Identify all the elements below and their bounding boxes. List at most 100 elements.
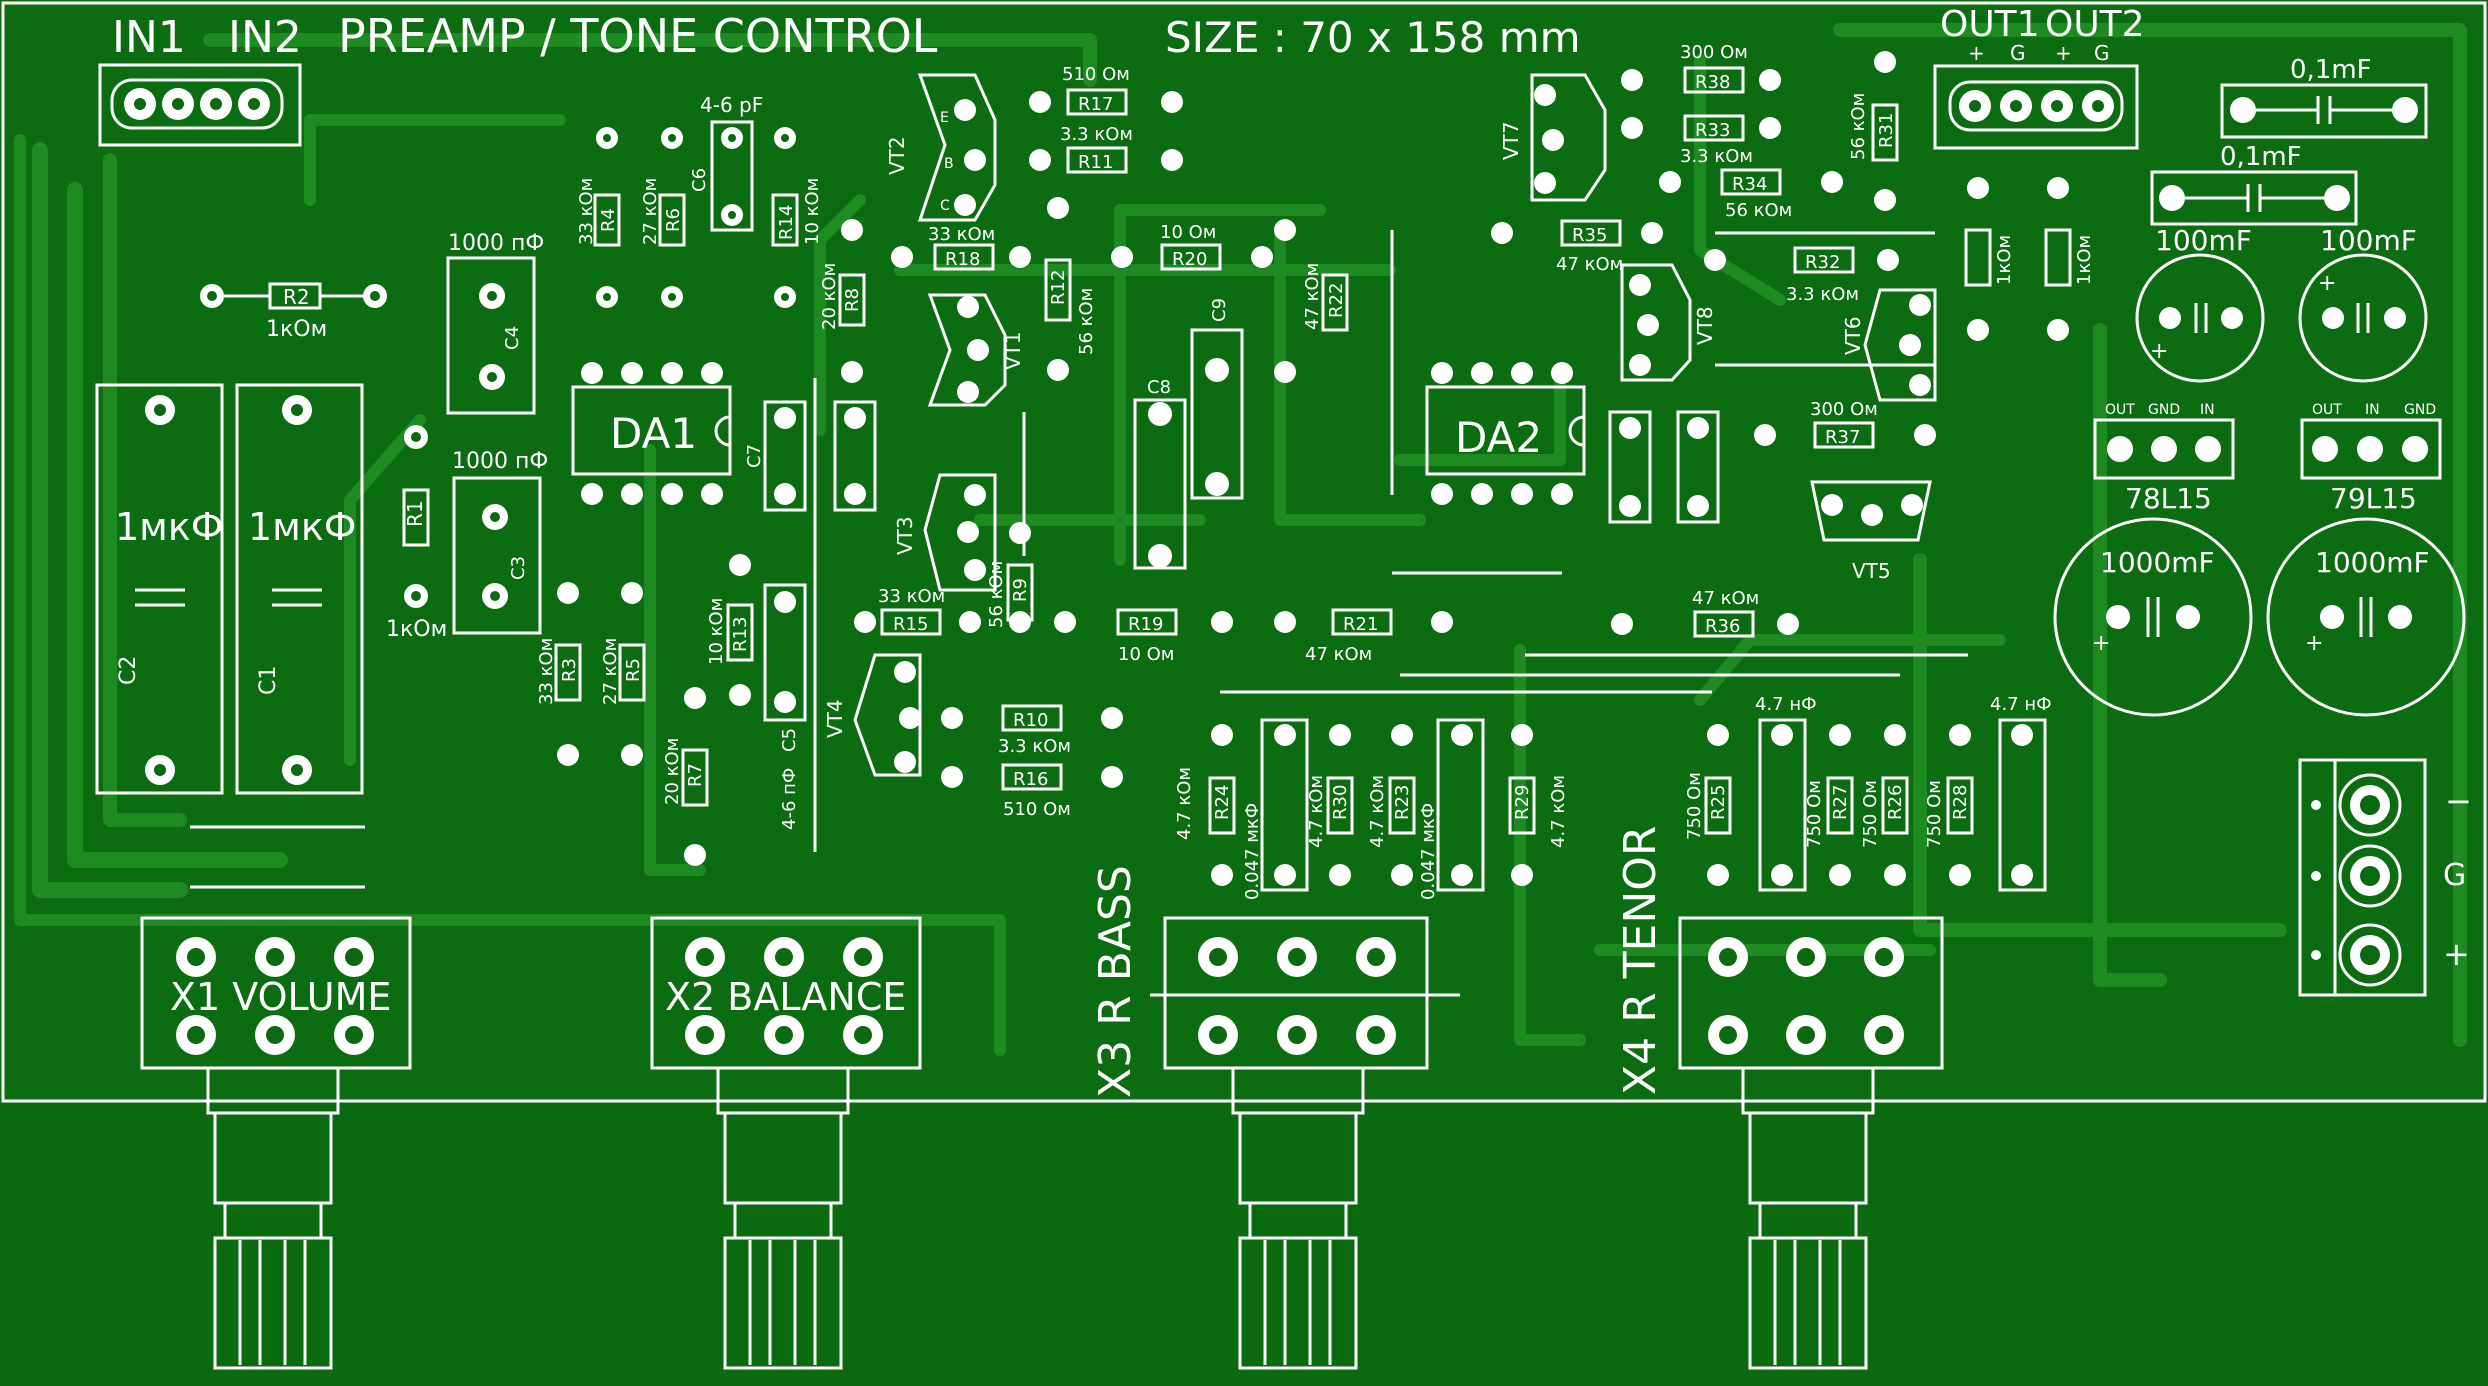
- capacitor-01-a: 0,1mF: [2220, 55, 2428, 139]
- da2-label: DA2: [1455, 413, 1542, 462]
- svg-text:56 кОм: 56 кОм: [1848, 93, 1869, 160]
- resistor-r3: R3 33 кОм: [536, 582, 582, 766]
- svg-text:VT4: VT4: [823, 699, 847, 738]
- svg-text:4-6 pF: 4-6 pF: [700, 93, 763, 117]
- svg-text:R9: R9: [1010, 578, 1031, 602]
- pot-x2-label: X2 BALANCE: [665, 975, 906, 1019]
- svg-text:3.3 кОм: 3.3 кОм: [998, 736, 1071, 757]
- svg-text:750 Ом: 750 Ом: [1860, 780, 1881, 848]
- resistor-r38: R38 300 Ом: [1621, 42, 1781, 94]
- svg-text:10 Ом: 10 Ом: [1118, 644, 1174, 665]
- resistor-r16: R16 510 Ом: [941, 763, 1123, 820]
- pot-x1-label: X1 VOLUME: [170, 975, 391, 1019]
- out1-label: OUT1: [1940, 4, 2040, 45]
- resistor-r22: R22 47 кОм: [1274, 219, 1349, 383]
- svg-text:510 Ом: 510 Ом: [1062, 64, 1130, 85]
- svg-text:33 кОм: 33 кОм: [928, 224, 995, 245]
- transistor-vt8: VT8: [1620, 263, 1717, 382]
- pot-x4-tenor: X4 R TENOR: [1615, 826, 1944, 1370]
- svg-text:C2: C2: [116, 656, 141, 685]
- svg-text:56 кОм: 56 кОм: [986, 561, 1007, 628]
- svg-text:R22: R22: [1326, 283, 1347, 318]
- svg-text:10 Ом: 10 Ом: [1160, 222, 1216, 243]
- capacitor-c1: 1мкФ C1: [235, 383, 364, 795]
- svg-text:R36: R36: [1705, 616, 1740, 637]
- svg-text:1000 пФ: 1000 пФ: [452, 449, 548, 474]
- svg-text:R13: R13: [730, 617, 751, 652]
- in1-label: IN1: [112, 12, 186, 63]
- svg-text:0,1mF: 0,1mF: [2290, 55, 2372, 85]
- transistor-vt7: VT7: [1499, 73, 1607, 202]
- terminal-plus: +: [2443, 935, 2470, 973]
- svg-text:IN: IN: [2365, 402, 2380, 418]
- svg-text:27 кОм: 27 кОм: [640, 178, 661, 245]
- pot-x1-volume: X1 VOLUME: [140, 916, 412, 1370]
- bass-network: R24 4.7 кОм 0.047 мкФ R30 4.7 кОм R23 4.…: [1174, 718, 1569, 900]
- svg-text:10 кОм: 10 кОм: [706, 598, 727, 665]
- out-pin-3: +: [2055, 41, 2072, 65]
- svg-text:R28: R28: [1950, 785, 1971, 820]
- svg-text:R23: R23: [1392, 785, 1413, 820]
- svg-text:R5: R5: [623, 658, 644, 682]
- svg-text:R10: R10: [1013, 710, 1048, 731]
- svg-text:510 Ом: 510 Ом: [1003, 799, 1071, 820]
- resistor-r33: R33 3.3 кОм: [1621, 114, 1781, 167]
- ic-da1: DA1: [571, 362, 732, 505]
- svg-text:C1: C1: [256, 666, 281, 695]
- tenor-network: R25 750 Ом 4.7 нФ R27 750 Ом R26 750 Ом …: [1684, 694, 2052, 892]
- svg-text:4.7 нФ: 4.7 нФ: [1990, 694, 2052, 715]
- svg-text:GND: GND: [2148, 402, 2180, 418]
- svg-text:100mF: 100mF: [2155, 224, 2252, 257]
- svg-text:R35: R35: [1572, 225, 1607, 246]
- svg-text:C9: C9: [1209, 298, 1230, 322]
- svg-text:0.047 мкФ: 0.047 мкФ: [1242, 803, 1263, 900]
- terminal-minus: −: [2445, 782, 2472, 820]
- svg-text:R34: R34: [1732, 174, 1767, 195]
- svg-text:R25: R25: [1708, 785, 1729, 820]
- resistor-r6: R6 27 кОм: [640, 127, 686, 308]
- capacitor-c8: C8: [1133, 377, 1187, 570]
- svg-text:33 кОм: 33 кОм: [536, 638, 557, 705]
- transistor-vt2: VT2 E B C: [885, 73, 997, 222]
- resistor-r32: R32 3.3 кОм: [1704, 246, 1899, 305]
- capacitor-c4: 1000 пФ C4: [446, 231, 544, 415]
- resistor-r18: R18 33 кОм: [891, 224, 1031, 271]
- svg-text:1кОм: 1кОм: [386, 617, 447, 642]
- resistor-r31: R31 56 кОм: [1848, 51, 1899, 211]
- capacitor-100-b: + 100mF: [2298, 224, 2428, 383]
- svg-text:1кОм: 1кОм: [266, 317, 327, 342]
- svg-text:4-6 пФ: 4-6 пФ: [779, 768, 800, 830]
- power-terminal: − G +: [2298, 758, 2472, 997]
- board-title: PREAMP / TONE CONTROL: [338, 9, 938, 63]
- svg-text:4.7 нФ: 4.7 нФ: [1755, 694, 1817, 715]
- resistor-r13: R13 10 кОм: [706, 554, 754, 706]
- svg-text:R4: R4: [598, 208, 619, 232]
- svg-text:R33: R33: [1695, 120, 1730, 141]
- svg-text:+: +: [2092, 631, 2110, 656]
- svg-text:33 кОм: 33 кОм: [576, 178, 597, 245]
- capacitor-100-a: + 100mF: [2135, 224, 2265, 383]
- out-pin-4: G: [2094, 41, 2110, 65]
- svg-text:R27: R27: [1830, 785, 1851, 820]
- resistor-r17: R17 510 Ом: [1029, 64, 1183, 116]
- svg-text:+: +: [2150, 339, 2168, 364]
- svg-text:R32: R32: [1805, 252, 1840, 273]
- capacitor-da2-a: [1608, 410, 1652, 524]
- svg-text:78L15: 78L15: [2125, 482, 2212, 515]
- resistor-reg-b: 1кОм: [2044, 177, 2095, 341]
- capacitor-c-da1-b: [833, 400, 877, 512]
- transistor-vt6: VT6: [1841, 288, 1937, 402]
- svg-text:R12: R12: [1048, 270, 1069, 305]
- svg-text:4.7 кОм: 4.7 кОм: [1306, 775, 1327, 848]
- capacitor-c5: C5 4-6 пФ: [763, 583, 807, 830]
- svg-text:20 кОм: 20 кОм: [819, 263, 840, 330]
- svg-text:1000 пФ: 1000 пФ: [448, 231, 544, 256]
- svg-text:47 кОм: 47 кОм: [1556, 254, 1623, 275]
- svg-text:300 Ом: 300 Ом: [1810, 399, 1878, 420]
- svg-text:R31: R31: [1876, 113, 1897, 148]
- svg-text:750 Ом: 750 Ом: [1924, 780, 1945, 848]
- svg-text:1мкФ: 1мкФ: [248, 505, 357, 549]
- resistor-r15: R15 33 кОм: [854, 586, 981, 636]
- resistor-r10: R10 3.3 кОм: [941, 704, 1123, 757]
- svg-text:R17: R17: [1078, 94, 1113, 115]
